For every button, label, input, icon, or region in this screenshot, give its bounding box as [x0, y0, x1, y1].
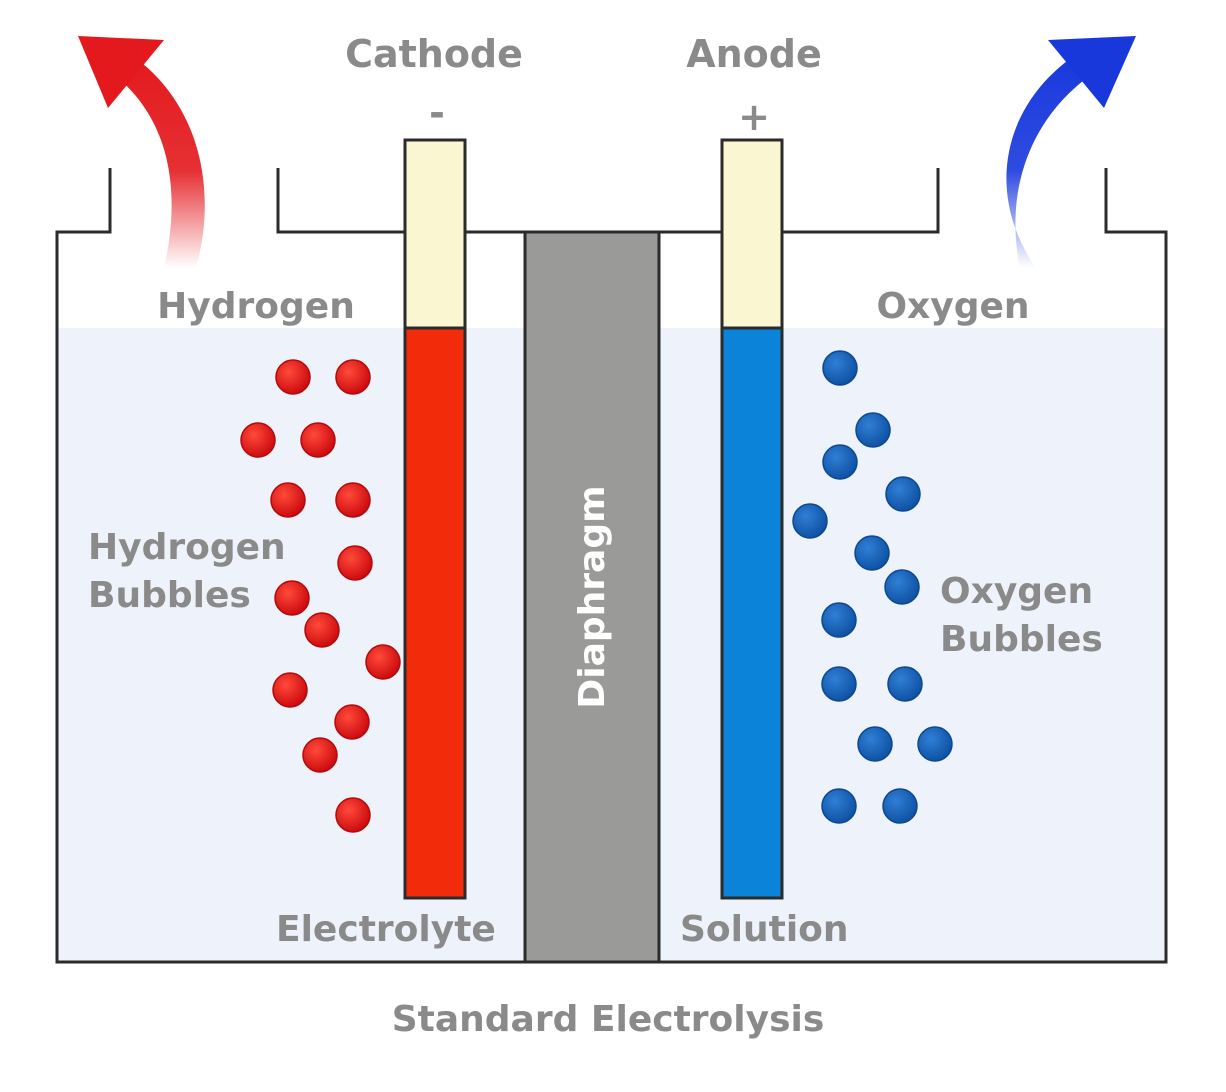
- hydrogen-bubble: [275, 359, 311, 395]
- hydrogen-bubble: [335, 482, 371, 518]
- oxygen-bubble: [884, 569, 920, 605]
- oxygen-bubble: [857, 726, 893, 762]
- electrolyte-label: Electrolyte: [276, 909, 496, 950]
- hydrogen-bubble: [240, 422, 276, 458]
- oxygen-bubble: [821, 602, 857, 638]
- oxygen-bubble: [887, 666, 923, 702]
- oxygen-gas-label: Oxygen: [876, 286, 1029, 327]
- oxygen-bubble: [821, 666, 857, 702]
- hydrogen-bubble: [272, 672, 308, 708]
- oxygen-bubble: [917, 726, 953, 762]
- hydrogen-bubbles-label-line1: Hydrogen: [88, 527, 286, 568]
- oxygen-bubble: [822, 444, 858, 480]
- oxygen-out-arrow-icon: [1006, 36, 1136, 268]
- hydrogen-bubble: [335, 359, 371, 395]
- diaphragm: [523, 230, 661, 964]
- solution-label: Solution: [680, 909, 849, 950]
- anode-sign: +: [738, 95, 770, 139]
- anode-electrode: [720, 326, 784, 900]
- oxygen-bubble: [854, 535, 890, 571]
- hydrogen-bubble: [335, 797, 371, 833]
- anode-cap: [720, 138, 784, 330]
- hydrogen-bubble: [270, 482, 306, 518]
- lid-right: [659, 168, 940, 234]
- oxygen-bubbles: [792, 350, 953, 824]
- cathode-sign: -: [429, 91, 445, 135]
- hydrogen-bubbles-label-line2: Bubbles: [88, 575, 251, 616]
- cathode-electrode: [403, 326, 467, 900]
- anode-label: Anode: [686, 32, 822, 76]
- hydrogen-bubble: [300, 422, 336, 458]
- oxygen-bubble: [821, 788, 857, 824]
- oxygen-bubble: [855, 412, 891, 448]
- diagram-caption: Standard Electrolysis: [392, 999, 825, 1040]
- oxygen-bubble: [885, 476, 921, 512]
- oxygen-bubble: [822, 350, 858, 386]
- hydrogen-bubble: [334, 704, 370, 740]
- lid-left: [276, 168, 525, 234]
- oxygen-bubble: [792, 503, 828, 539]
- cathode-cap: [403, 138, 467, 330]
- cathode-label: Cathode: [345, 32, 523, 76]
- hydrogen-gas-label: Hydrogen: [157, 286, 355, 327]
- hydrogen-bubble: [302, 737, 338, 773]
- oxygen-bubbles-label-line1: Oxygen: [940, 571, 1093, 612]
- hydrogen-bubble: [337, 545, 373, 581]
- hydrogen-bubble: [365, 644, 401, 680]
- oxygen-bubble: [882, 788, 918, 824]
- hydrogen-bubble: [274, 580, 310, 616]
- diaphragm-label: Diaphragm: [572, 485, 613, 708]
- hydrogen-bubbles: [240, 359, 401, 833]
- hydrogen-bubble: [304, 612, 340, 648]
- hydrogen-out-arrow-icon: [78, 36, 205, 268]
- oxygen-bubbles-label-line2: Bubbles: [940, 619, 1103, 660]
